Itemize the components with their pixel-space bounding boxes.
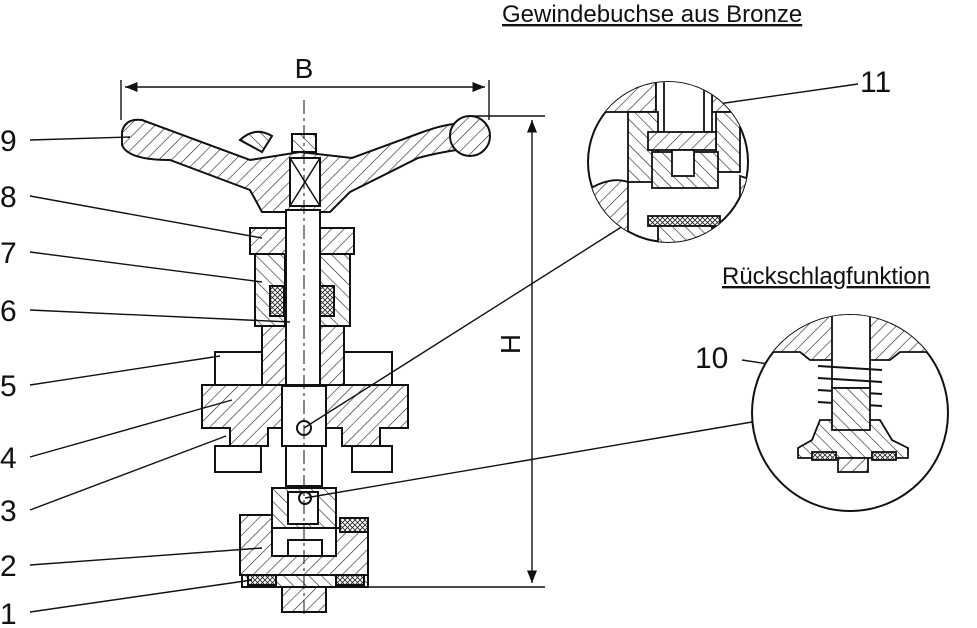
part-number-11: 11 (860, 66, 891, 99)
valve-main-section (121, 115, 491, 613)
stem (285, 209, 321, 387)
packing-right (319, 285, 335, 317)
dimension-b (120, 80, 490, 120)
part-number-7: 7 (0, 237, 17, 270)
part-number-9: 9 (0, 125, 17, 158)
handwheel-spoke-back (238, 130, 274, 154)
part-number-8: 8 (0, 181, 17, 214)
part-number-1: 1 (0, 598, 17, 628)
detail-title-check-function: Rückschlagfunktion (722, 263, 930, 290)
detail-check-function (751, 314, 949, 512)
part-number-2: 2 (0, 550, 17, 583)
dimension-h-label: H (495, 334, 526, 354)
dimension-b-label: B (295, 53, 314, 84)
leader-lines (29, 83, 859, 613)
frame-lower-right (351, 445, 393, 473)
part-number-5: 5 (0, 370, 17, 403)
handwheel-rim-section (449, 115, 491, 157)
part-number-6: 6 (0, 295, 17, 328)
bonnet-left (261, 325, 287, 387)
detail-bronze-bushing (587, 81, 749, 243)
frame-plate (214, 351, 393, 386)
part-number-10: 10 (695, 342, 728, 375)
packing-left (269, 285, 285, 317)
detail-title-bronze-bushing: Gewindebuchse aus Bronze (502, 1, 802, 28)
bonnet-right (319, 325, 345, 387)
part-number-3: 3 (0, 495, 17, 528)
dimension-h (368, 115, 545, 588)
frame-lower-left (214, 445, 262, 473)
part-number-4: 4 (0, 442, 17, 475)
